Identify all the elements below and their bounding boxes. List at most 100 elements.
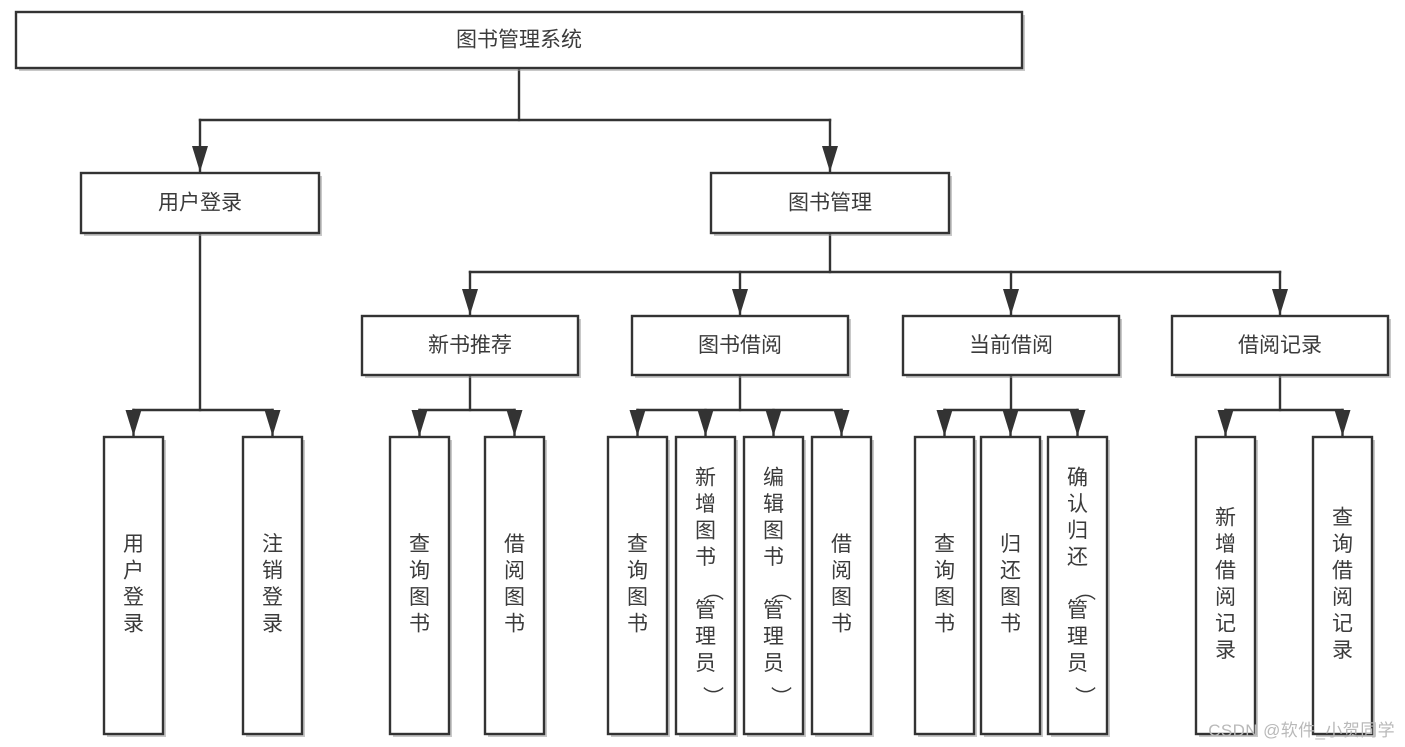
node-label-char: 书 <box>627 612 648 635</box>
arrow-head <box>1002 410 1019 436</box>
node-box[interactable] <box>810 435 873 736</box>
node-box[interactable] <box>360 314 580 377</box>
node-book-borrow[interactable]: 图书借阅 <box>630 314 851 378</box>
node-new-book-recommend[interactable]: 新书推荐 <box>360 314 581 378</box>
node-box[interactable] <box>630 314 850 377</box>
node-box[interactable] <box>709 171 951 235</box>
node-label-char: ） <box>769 686 792 707</box>
node-box[interactable] <box>79 171 321 235</box>
node-label-char: 管 <box>1067 599 1088 622</box>
node-label-char: （ <box>1073 580 1096 601</box>
node-label-char: 查 <box>409 533 430 556</box>
node-box[interactable] <box>241 435 304 736</box>
node-label-char: 理 <box>1067 626 1088 649</box>
node-label-char: 阅 <box>1332 586 1353 609</box>
node-label-char: 图 <box>831 586 852 609</box>
node-label-char: 登 <box>262 586 283 609</box>
node-box[interactable] <box>979 435 1042 736</box>
node-box[interactable] <box>1194 435 1257 736</box>
node-root[interactable]: 图书管理系统 <box>14 10 1025 71</box>
node-box[interactable] <box>913 435 976 736</box>
node-label-char: 图 <box>1000 586 1021 609</box>
node-label-char: 图 <box>695 520 716 543</box>
node-box[interactable] <box>483 435 546 736</box>
node-label-char: 新 <box>1215 506 1236 529</box>
arrow-head <box>936 410 953 436</box>
node-box[interactable] <box>742 435 805 736</box>
node-box[interactable] <box>1170 314 1390 377</box>
arrow-head <box>1069 410 1086 436</box>
arrow-head <box>629 410 646 436</box>
node-label-char: 借 <box>1215 559 1236 582</box>
node-label-char: 增 <box>1215 533 1236 556</box>
connector-layer <box>125 66 1351 438</box>
node-label-char: 阅 <box>831 559 852 582</box>
node-box[interactable] <box>14 10 1024 70</box>
node-label-char: 录 <box>1215 639 1236 662</box>
node-label-char: 询 <box>627 559 648 582</box>
node-label-char: 查 <box>627 533 648 556</box>
node-label-char: ） <box>701 686 724 707</box>
node-label-char: 查 <box>1332 506 1353 529</box>
node-box[interactable] <box>1046 435 1109 736</box>
arrow-head <box>1334 410 1351 436</box>
node-box[interactable] <box>1311 435 1374 736</box>
node-label-char: 员 <box>1067 652 1088 675</box>
node-label-char: 借 <box>831 533 852 556</box>
node-label-char: 用 <box>123 533 144 556</box>
arrow-head <box>462 289 478 315</box>
node-label-char: 查 <box>934 533 955 556</box>
node-label-char: 图 <box>763 520 784 543</box>
node-current-borrow[interactable]: 当前借阅 <box>901 314 1122 378</box>
node-box[interactable] <box>388 435 451 736</box>
node-label-char: 登 <box>123 586 144 609</box>
node-label-char: 编 <box>763 467 784 490</box>
node-label-char: 增 <box>695 493 716 516</box>
node-label-char: 户 <box>123 559 144 582</box>
node-user-login[interactable]: 用户登录 <box>79 171 322 236</box>
node-box[interactable] <box>901 314 1121 377</box>
node-leaf-user-login[interactable]: 用户登录 <box>102 435 166 737</box>
arrow-head <box>506 410 523 436</box>
node-label-char: 记 <box>1332 612 1353 635</box>
node-label-char: 借 <box>1332 559 1353 582</box>
node-label-char: 书 <box>934 612 955 635</box>
node-label-char: 新 <box>695 467 716 490</box>
node-borrow-record[interactable]: 借阅记录 <box>1170 314 1391 378</box>
node-label-char: 录 <box>262 612 283 635</box>
node-label-char: 还 <box>1000 559 1021 582</box>
node-label-char: 书 <box>504 612 525 635</box>
node-label-char: 书 <box>409 612 430 635</box>
node-label-char: 归 <box>1000 533 1021 556</box>
node-label-char: （ <box>701 580 724 601</box>
node-box[interactable] <box>606 435 669 736</box>
node-box[interactable] <box>674 435 737 736</box>
node-label-char: 归 <box>1067 520 1088 543</box>
node-book-manage[interactable]: 图书管理 <box>709 171 952 236</box>
node-label: 图书借阅 <box>698 334 782 357</box>
node-box[interactable] <box>102 435 165 736</box>
arrow-head <box>765 410 782 436</box>
node-label-char: 询 <box>409 559 430 582</box>
arrow-head <box>411 410 428 436</box>
node-label-char: 辑 <box>763 493 784 516</box>
arrow-head <box>732 289 748 315</box>
node-label: 借阅记录 <box>1238 334 1322 357</box>
arrow-head <box>1272 289 1288 315</box>
node-label-char: 员 <box>763 652 784 675</box>
node-label-char: 确 <box>1067 467 1088 490</box>
node-label-char: 管 <box>763 599 784 622</box>
